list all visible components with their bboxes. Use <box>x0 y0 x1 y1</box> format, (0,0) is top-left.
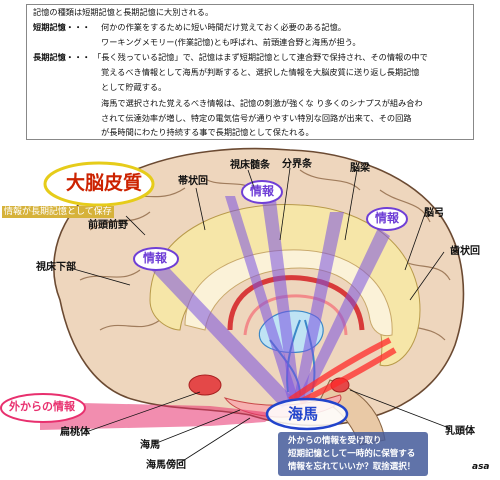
long-term-line-3: として貯蔵する。 <box>101 82 167 92</box>
short-term-term: 短期記憶・・・ <box>33 22 91 32</box>
amygdala-shape <box>188 374 222 396</box>
thalamic-radiation-label: 視床髄条 <box>230 160 270 171</box>
external-info-oval <box>0 393 86 423</box>
hippocampus-oval <box>265 397 349 431</box>
signature: asa <box>472 462 490 472</box>
short-term-line-2: ワーキングメモリー(作業記憶)とも呼ばれ、前頭連合野と海馬が担う。 <box>101 37 361 47</box>
note-line-3: 情報を忘れていいか？取捨選択！ <box>288 462 416 472</box>
intro-text: 記憶の種類は短期記憶と長期記憶に大別される。 <box>33 7 214 17</box>
info-beams <box>140 196 390 408</box>
external-info-arrow <box>40 402 272 430</box>
long-term-term: 長期記憶・・・ <box>33 52 91 62</box>
note-line-1: 外からの情報を受け取り <box>288 436 382 446</box>
note-line-2: 短期記憶として一時的に保管する <box>288 449 416 459</box>
hippocampus-label: 海馬 <box>140 440 160 451</box>
beam-3 <box>262 200 300 398</box>
long-term-line-1: 「長く残っている記憶」で、記憶はまず短期記憶として連合野で保持され、その情報の中… <box>93 52 428 62</box>
dentate-gyrus-label: 歯状回 <box>450 246 480 257</box>
red-flow <box>288 337 397 405</box>
cingulate-label: 帯状回 <box>178 176 208 187</box>
info-oval-3 <box>366 207 408 231</box>
fornix-label: 脳弓 <box>424 208 444 219</box>
beam-5 <box>298 228 390 404</box>
gyri-lines <box>79 169 451 341</box>
info-oval-2 <box>241 180 283 204</box>
short-term-line-1: 何かの作業をするために短い時間だけ覚えておく必要のある記憶。 <box>101 22 346 32</box>
corpus-callosum-label: 脳梁 <box>350 163 370 174</box>
stria-terminalis-label: 分界条 <box>282 159 312 170</box>
corpus-callosum <box>184 249 393 337</box>
description-box: 記憶の種類は短期記憶と長期記憶に大別される。 短期記憶・・・ 何かの作業をするた… <box>26 4 474 140</box>
long-term-line-5: されて伝達効率が増し、特定の電気信号が通りやすい特別な回路が出来て、その回路 <box>101 113 412 123</box>
info-label-1: 情報 <box>143 251 168 265</box>
beam-1 <box>140 248 295 408</box>
long-term-line-4: 海馬で選択された覚えるべき情報は、記憶の刺激が強くな り多くのシナプスが組み合わ <box>101 98 423 108</box>
note-box <box>278 432 428 476</box>
parahippocampal-label: 海馬傍回 <box>146 460 186 471</box>
cortex-note: 情報が長期記憶として保存 <box>2 206 114 218</box>
cerebral-cortex-title: 大脳皮質 <box>66 172 143 194</box>
prefrontal-label: 前頭前野 <box>88 220 128 231</box>
amygdala-label: 扁桃体 <box>60 427 90 438</box>
hypothalamus-label: 視床下部 <box>36 262 76 273</box>
mammillary-label: 乳頭体 <box>445 426 475 437</box>
beam-4 <box>294 212 344 400</box>
long-term-line-6: が長時間にわたり持続する事で長期記憶として保たれる。 <box>101 127 314 137</box>
info-label-3: 情報 <box>375 211 400 225</box>
beam-2 <box>225 196 298 400</box>
cortex-ellipse <box>43 161 155 207</box>
long-term-line-2: 覚えるべき情報として海馬が判断すると、選択した情報を大脳皮質に送り返し長期記憶 <box>101 67 420 77</box>
leader-lines <box>69 167 450 465</box>
hippocampus-big-label: 海馬 <box>288 405 319 423</box>
external-info-label: 外からの情報 <box>9 400 75 413</box>
info-oval-1 <box>133 247 179 271</box>
info-label-2: 情報 <box>250 184 275 198</box>
